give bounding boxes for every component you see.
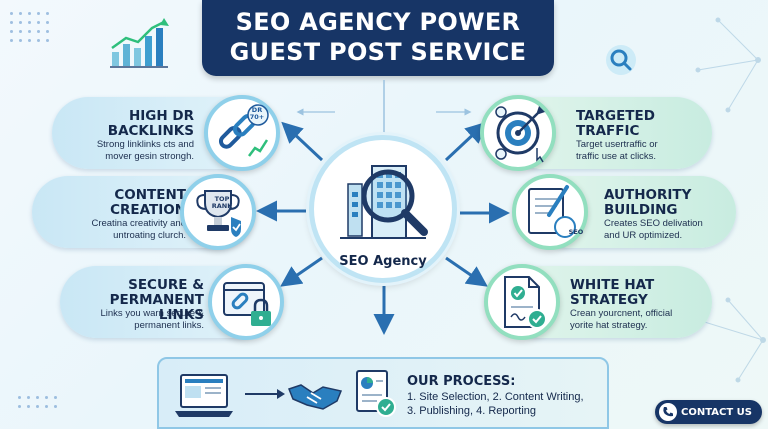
certificate-icon bbox=[528, 185, 576, 238]
badge-targeted-traffic bbox=[480, 95, 556, 171]
badge-content-creation: TOP RANK bbox=[180, 174, 256, 250]
badge-text: TOP RANK bbox=[211, 195, 233, 210]
badge-authority-building: SEO bbox=[512, 174, 588, 250]
card-desc-line-1: Creates SEO delivation bbox=[604, 218, 703, 229]
chain-link-icon bbox=[218, 104, 269, 157]
card-title-line-2: BUILDING bbox=[604, 202, 678, 218]
badge-text: DR 70+ bbox=[249, 106, 265, 121]
card-desc-line-2: traffic use at clicks. bbox=[576, 151, 657, 162]
growth-chart-icon bbox=[110, 18, 169, 68]
card-desc-line-1: Target usertraffic or bbox=[576, 139, 658, 150]
title-line-1: SEO AGENCY POWER bbox=[235, 8, 521, 36]
card-title-line-1: SECURE & bbox=[128, 277, 204, 293]
center-label: SEO Agency bbox=[339, 254, 427, 269]
building-magnifier-icon bbox=[340, 165, 428, 239]
contact-us-button[interactable]: CONTACT US bbox=[655, 400, 762, 424]
report-icon bbox=[356, 370, 396, 417]
decorative-dots-bottom-left bbox=[18, 396, 57, 408]
arrow-right-icon bbox=[245, 389, 285, 399]
card-desc-line-2: untroating clurch. bbox=[113, 230, 186, 241]
card-title-line-1: AUTHORITY bbox=[604, 187, 692, 203]
process-panel: OUR PROCESS: 1. Site Selection, 2. Conte… bbox=[157, 357, 609, 429]
phone-icon bbox=[659, 403, 677, 421]
card-desc-line-1: Strong linklinks cts and bbox=[96, 139, 194, 150]
card-title-line-2: TRAFFIC bbox=[576, 123, 640, 139]
decorative-dots-top-left bbox=[10, 12, 49, 42]
card-title-line-1: CONTENT bbox=[114, 187, 186, 203]
card-title-line-2: CREATION bbox=[110, 202, 186, 218]
card-title-line-2: STRATEGY bbox=[570, 292, 648, 308]
process-steps-line-2: 3. Publishing, 4. Reporting bbox=[407, 405, 537, 417]
card-desc-line-1: Creatina creativity and bbox=[91, 218, 186, 229]
card-desc-line-2: mover gesin strongh. bbox=[105, 151, 194, 162]
card-desc-line-2: yorite hat strategy. bbox=[570, 320, 648, 331]
contract-icon bbox=[504, 276, 547, 329]
trophy-icon bbox=[196, 190, 241, 237]
process-steps-line-1: 1. Site Selection, 2. Content Writing, bbox=[407, 391, 584, 403]
process-title: OUR PROCESS: bbox=[407, 374, 516, 389]
center-seo-agency-hub: SEO Agency bbox=[309, 135, 457, 283]
card-desc-line-1: Crean yourcnent, official bbox=[570, 308, 673, 319]
card-title-line-1: HIGH DR bbox=[128, 108, 194, 124]
padlock-icon bbox=[223, 282, 271, 326]
card-desc-line-1: Links you warn secure & bbox=[100, 308, 205, 319]
title-line-2: GUEST POST SERVICE bbox=[229, 38, 527, 66]
laptop-icon bbox=[175, 374, 233, 417]
card-title-line-1: WHITE HAT bbox=[570, 277, 655, 293]
card-title-line-1: TARGETED bbox=[576, 108, 655, 124]
contact-us-label: CONTACT US bbox=[681, 406, 752, 418]
card-desc-line-2: and UR optimized. bbox=[604, 230, 683, 241]
badge-text: SEO bbox=[568, 228, 584, 236]
handshake-icon bbox=[288, 384, 343, 410]
page-title: SEO AGENCY POWER GUEST POST SERVICE bbox=[202, 0, 554, 76]
badge-secure-links bbox=[208, 264, 284, 340]
badge-high-dr-backlinks: DR 70+ bbox=[204, 95, 280, 171]
card-title-line-2: BACKLINKS bbox=[107, 123, 194, 139]
search-icon bbox=[606, 45, 636, 75]
badge-white-hat bbox=[484, 264, 560, 340]
card-desc-line-2: permanent links. bbox=[134, 320, 204, 331]
card-title-line-2: PERMANENT LINKS bbox=[109, 292, 204, 323]
target-icon bbox=[495, 106, 545, 163]
